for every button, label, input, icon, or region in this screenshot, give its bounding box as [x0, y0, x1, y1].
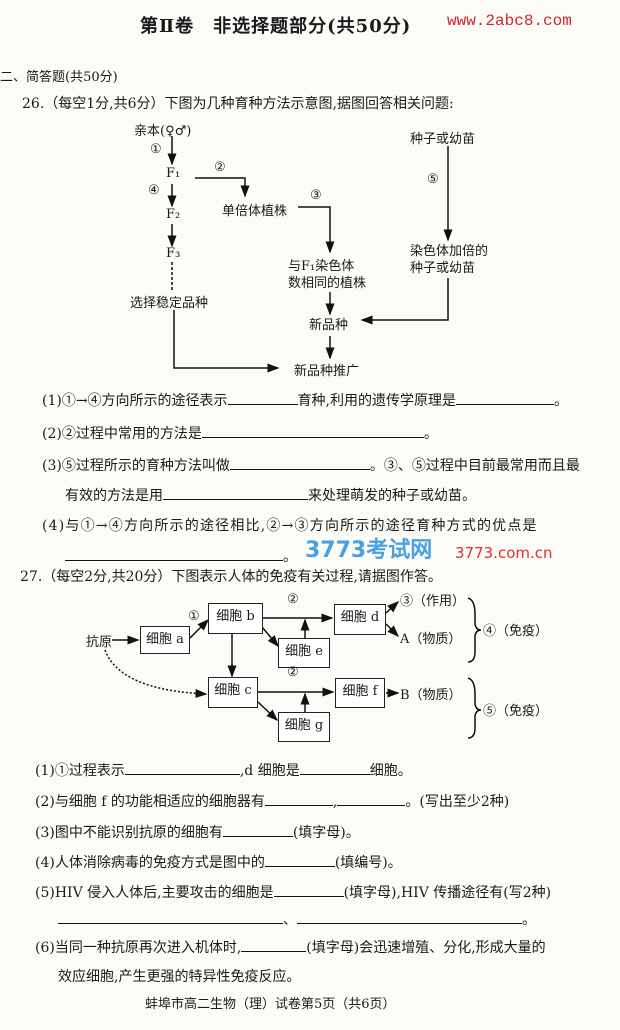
step-5: ⑤	[427, 172, 439, 187]
step-2: ②	[214, 160, 226, 175]
q27-1: (1)①过程表示 ,d 细胞是 细胞。	[35, 760, 412, 780]
q27-2-text-b: ,	[332, 794, 338, 810]
cell-d-box: 细胞 d	[334, 604, 386, 635]
q26-2-text-b: 。	[423, 426, 438, 442]
section-title: 第Ⅱ卷 非选择题部分(共50分)	[140, 16, 412, 37]
step-1: ①	[150, 142, 162, 157]
q27-5-text-a: (5)HIV 侵入人体后,主要攻击的细胞是	[35, 885, 274, 901]
answer-blank[interactable]	[456, 392, 555, 405]
select-stable-label: 选择稳定品种	[130, 296, 209, 311]
step-3: ③	[310, 188, 322, 203]
q27-3-text-a: (3)图中不能识别抗原的细胞有	[35, 825, 223, 841]
q27-1-text-c: 细胞。	[369, 763, 412, 779]
q26-4: (4)与①→④方向所示的途径相比,②→③方向所示的途径育种方式的优点是	[42, 518, 538, 534]
haploid-label: 单倍体植株	[222, 204, 288, 219]
q27-3: (3)图中不能识别抗原的细胞有 (填字母)。	[35, 822, 360, 842]
q26-1-text-b: 育种,利用的遗传学原理是	[297, 393, 457, 409]
q27-6-text-a: (6)当同一种抗原再次进入机体时,	[35, 940, 242, 956]
new-variety-label: 新品种	[309, 318, 349, 333]
cell-e-box: 细胞 e	[278, 638, 330, 668]
cell-g-box: 细胞 g	[278, 712, 330, 742]
answer-blank[interactable]	[264, 854, 335, 867]
answer-blank[interactable]	[58, 911, 283, 924]
effect-3-label: ③（作用）	[400, 594, 466, 609]
q26-3-text-b: 。③、⑤过程中目前最常用而且最	[369, 458, 580, 474]
q26-3-text-d: 来处理萌发的种子或幼苗。	[308, 488, 476, 504]
q27-stem: 27.（每空2分,共20分）下图表示人体的免疫有关过程,请据图作答。	[20, 569, 442, 585]
q26-1-text-c: 。	[554, 393, 569, 409]
answer-blank[interactable]	[124, 762, 240, 775]
substance-a-label: A（物质）	[400, 632, 462, 647]
q27-4-text-b: (填编号)。	[334, 855, 402, 871]
q27-5: (5)HIV 侵入人体后,主要攻击的细胞是 (填字母),HIV 传播途径有(写2种…	[35, 882, 551, 902]
page-footer: 蚌埠市高二生物（理）试卷第5页（共6页）	[145, 997, 396, 1012]
q26-3: (3)⑤过程所示的育种方法叫做 。③、⑤过程中目前最常用而且最	[42, 455, 580, 475]
substance-b-label: B（物质）	[400, 688, 462, 703]
answer-blank[interactable]	[65, 548, 283, 561]
q27-1-text-b: ,d 细胞是	[239, 763, 300, 779]
q26-1: (1)①→④方向所示的途径表示 育种,利用的遗传学原理是 。	[42, 390, 568, 410]
process-1: ①	[188, 609, 200, 624]
q26-3-text-c: 有效的方法是用	[65, 488, 163, 504]
answer-blank[interactable]	[264, 793, 333, 806]
answer-blank[interactable]	[227, 392, 298, 405]
doubled-label-2: 种子或幼苗	[410, 261, 476, 276]
f2-label: F₂	[166, 207, 181, 222]
q27-6: (6)当同一种抗原再次进入机体时, (填字母)会迅速增殖、分化,形成大量的	[35, 937, 546, 957]
q27-5-text-b: (填字母),HIV 传播途径有(写2种)	[343, 885, 552, 901]
antigen-label: 抗原	[86, 635, 113, 650]
promote-label: 新品种推广	[294, 364, 360, 379]
cell-c-box: 细胞 c	[208, 677, 258, 708]
watermark-url: www.2abc8.com	[447, 12, 572, 30]
answer-blank[interactable]	[273, 884, 344, 897]
process-2-lower: ②	[287, 665, 299, 680]
q27-4-text-a: (4)人体消除病毒的免疫方式是图中的	[35, 855, 265, 871]
q27-2-text-c: 。(写出至少2种)	[405, 794, 510, 810]
answer-blank[interactable]	[201, 425, 424, 438]
q26-4-text-b: 。	[283, 549, 297, 565]
cell-b-box: 细胞 b	[208, 603, 263, 634]
doubled-label-1: 染色体加倍的	[410, 244, 489, 259]
watermark-logo: 3773考试网	[305, 538, 433, 563]
q26-3-text-a: (3)⑤过程所示的育种方法叫做	[42, 458, 230, 474]
q27-2-text-a: (2)与细胞 f 的功能相适应的细胞器有	[35, 794, 265, 810]
q26-2-text-a: (2)②过程中常用的方法是	[42, 426, 202, 442]
q27-4: (4)人体消除病毒的免疫方式是图中的 (填编号)。	[35, 852, 402, 872]
q26-3-cont: 有效的方法是用 来处理萌发的种子或幼苗。	[65, 485, 476, 505]
cell-a-box: 细胞 a	[140, 626, 190, 654]
process-2-upper: ②	[287, 592, 299, 607]
q26-stem: 26.（每空1分,共6分）下图为几种育种方法示意图,据图回答相关问题:	[22, 96, 454, 112]
answer-blank[interactable]	[229, 457, 370, 470]
answer-blank[interactable]	[163, 487, 308, 500]
q27-5-text-c: 、	[283, 912, 297, 928]
same-chromosome-label-2: 数相同的植株	[288, 276, 367, 291]
q27-6-text-b: (填字母)会迅速增殖、分化,形成大量的	[306, 940, 546, 956]
watermark-url-2: 3773.com.cn	[455, 544, 553, 562]
q27-5-text-d: 。	[522, 912, 536, 928]
immunity-5-label: ⑤（免疫）	[483, 704, 549, 719]
q26-1-text-a: (1)①→④方向所示的途径表示	[42, 393, 228, 409]
cell-f-box: 细胞 f	[335, 678, 385, 708]
section-heading: 二、简答题(共50分)	[0, 70, 118, 85]
q27-3-text-b: (填字母)。	[292, 825, 360, 841]
seed-label: 种子或幼苗	[410, 132, 476, 147]
answer-blank[interactable]	[337, 793, 406, 806]
answer-blank[interactable]	[299, 762, 370, 775]
q27-6-cont: 效应细胞,产生更强的特异性免疫反应。	[58, 969, 301, 985]
f3-label: F₃	[166, 246, 181, 261]
q27-2: (2)与细胞 f 的功能相适应的细胞器有, 。(写出至少2种)	[35, 791, 509, 811]
answer-blank[interactable]	[241, 939, 307, 952]
answer-blank[interactable]	[297, 911, 522, 924]
step-4: ④	[148, 183, 160, 198]
parent-label: 亲本(♀♂)	[134, 124, 192, 139]
answer-blank[interactable]	[222, 824, 293, 837]
f1-label: F₁	[166, 166, 181, 181]
q27-1-text-a: (1)①过程表示	[35, 763, 125, 779]
q27-5-cont: 、。	[58, 909, 536, 929]
q26-4-cont: 。	[65, 546, 297, 566]
immunity-4-label: ④（免疫）	[483, 624, 549, 639]
q26-2: (2)②过程中常用的方法是 。	[42, 423, 438, 443]
same-chromosome-label-1: 与F₁染色体	[288, 259, 355, 274]
